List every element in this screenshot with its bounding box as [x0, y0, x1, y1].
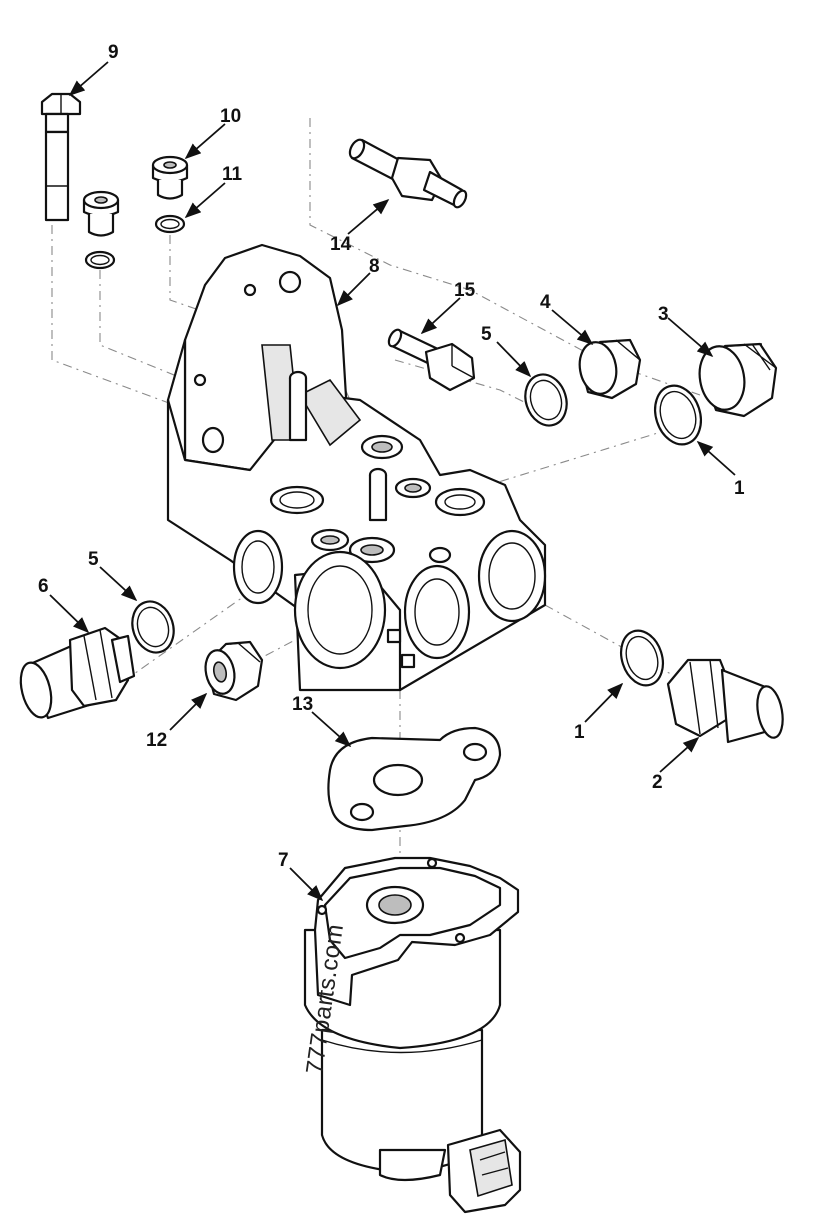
plug-12 — [204, 640, 264, 702]
callout-6: 6 — [38, 576, 49, 597]
callout-1-lower: 1 — [574, 722, 585, 743]
callout-5-upper: 5 — [481, 324, 492, 345]
plug-10-lower — [82, 190, 120, 237]
o-ring-1-lower — [620, 629, 664, 687]
callout-9: 9 — [108, 42, 119, 63]
callout-15: 15 — [454, 280, 476, 301]
callout-5-lower: 5 — [88, 549, 99, 570]
callout-3: 3 — [658, 304, 669, 325]
callout-10: 10 — [220, 106, 241, 127]
stud-14 — [348, 138, 468, 209]
plug-10 — [151, 155, 189, 200]
callout-4: 4 — [540, 292, 551, 313]
filter-head-housing-8 — [166, 243, 547, 692]
fitting-6 — [19, 626, 136, 720]
callout-12: 12 — [146, 730, 167, 751]
callout-13: 13 — [292, 694, 313, 715]
callout-11: 11 — [222, 164, 243, 185]
callout-7: 7 — [278, 850, 289, 871]
filter-bowl-7 — [303, 856, 522, 1214]
fitting-2 — [666, 658, 784, 744]
callout-labels: 9 10 11 14 8 15 5 4 3 1 5 6 12 13 1 2 7 — [38, 42, 745, 871]
bolt-15 — [387, 328, 476, 392]
callout-14: 14 — [330, 234, 352, 255]
plug-4 — [578, 338, 642, 400]
plug-3 — [698, 342, 778, 418]
seal-ring-5-lower — [131, 600, 175, 654]
gasket-13 — [327, 726, 502, 832]
o-ring-1-upper — [654, 384, 702, 446]
o-ring-11 — [84, 214, 186, 270]
callout-2: 2 — [652, 772, 663, 793]
seal-ring-5-upper — [524, 373, 568, 427]
leader-arrows — [49, 61, 736, 902]
callout-8: 8 — [369, 256, 380, 277]
callout-1-upper: 1 — [734, 478, 745, 499]
bolt-9 — [40, 92, 82, 222]
